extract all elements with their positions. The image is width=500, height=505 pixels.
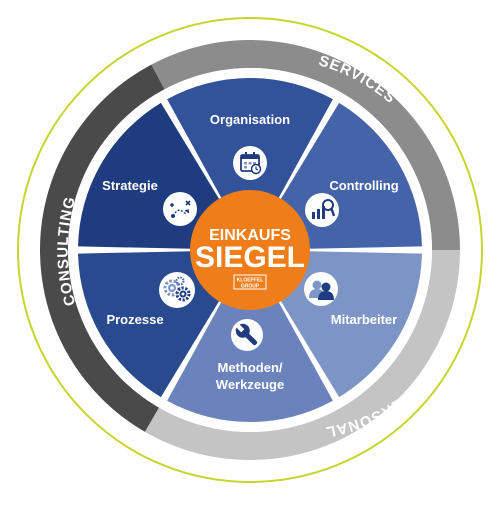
wrench-icon (231, 319, 263, 351)
gears-icon (159, 272, 195, 308)
label-methoden-line2: Werkzeuge (216, 377, 284, 392)
services-ring-band (151, 39, 461, 250)
personal-ring-band (145, 250, 460, 460)
center-title-line2: SIEGEL (195, 241, 305, 274)
label-methoden-line1: Methoden/ (218, 360, 283, 375)
center-badge (190, 190, 310, 310)
strategy-icon (163, 192, 197, 226)
label-controlling: Controlling (329, 178, 398, 193)
consulting-ring-band (39, 64, 165, 432)
label-mitarbeiter: Mitarbeiter (331, 312, 397, 327)
people-icon (304, 272, 338, 306)
label-organisation: Organisation (210, 112, 290, 127)
label-strategie: Strategie (102, 178, 158, 193)
svg-text:KLOEPFEL: KLOEPFEL (237, 278, 264, 284)
label-prozesse: Prozesse (106, 312, 163, 327)
kloepfel-group-logo: KLOEPFEL GROUP (233, 274, 267, 290)
analytics-icon (305, 193, 339, 227)
svg-text:GROUP: GROUP (241, 284, 260, 290)
calendar-icon (233, 146, 267, 180)
center-title-line1: EINKAUFS (209, 227, 291, 244)
